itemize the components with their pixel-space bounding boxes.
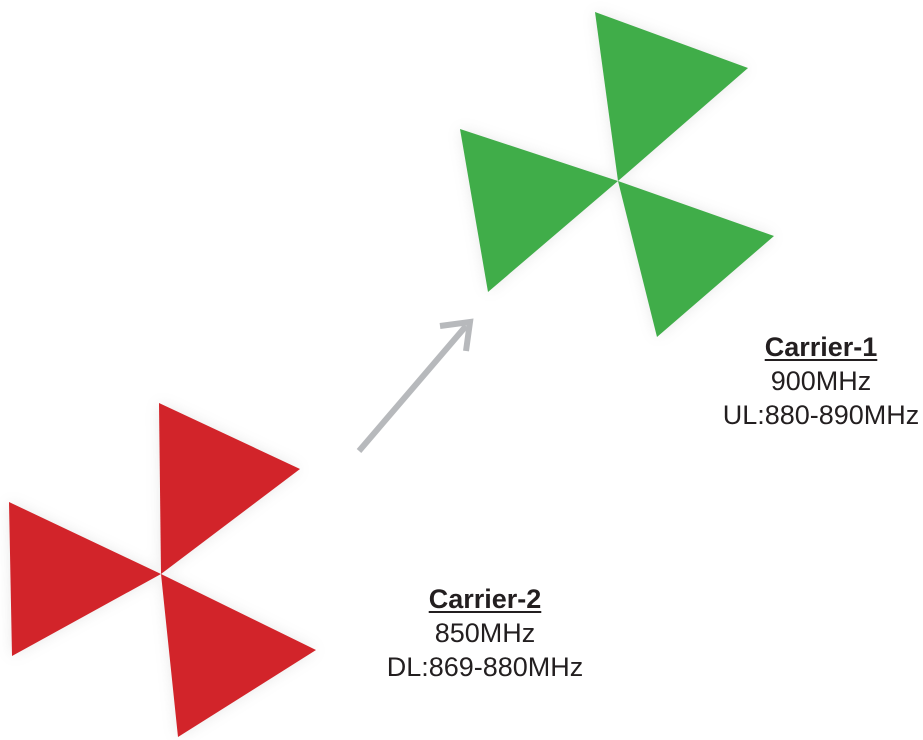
carrier-1-sector-southeast <box>618 181 774 337</box>
carrier-1-antenna-icon <box>460 12 774 337</box>
carrier-2-antenna-icon <box>9 403 316 737</box>
carrier-2-sector-southeast <box>161 574 316 737</box>
arrow-head <box>439 318 474 352</box>
carrier-2-sector-west <box>9 502 161 656</box>
arrow-shaft <box>356 324 469 453</box>
carrier-2-title: Carrier-2 <box>428 584 542 614</box>
carrier-1-sector-north <box>595 12 748 181</box>
carrier-2-label: Carrier-2 850MHz DL:869-880MHz <box>365 582 605 684</box>
carrier-1-label: Carrier-1 900MHz UL:880-890MHz <box>716 330 923 432</box>
carrier-2-sector-north <box>159 403 300 574</box>
carrier-1-title: Carrier-1 <box>764 332 878 362</box>
carrier-1-sector-west <box>460 129 618 292</box>
carrier-2-frequency: 850MHz <box>434 618 536 648</box>
arrow-up-right-icon <box>356 318 474 453</box>
carrier-1-band: UL:880-890MHz <box>722 400 920 430</box>
carrier-2-band: DL:869-880MHz <box>386 652 584 682</box>
carrier-1-frequency: 900MHz <box>770 366 872 396</box>
